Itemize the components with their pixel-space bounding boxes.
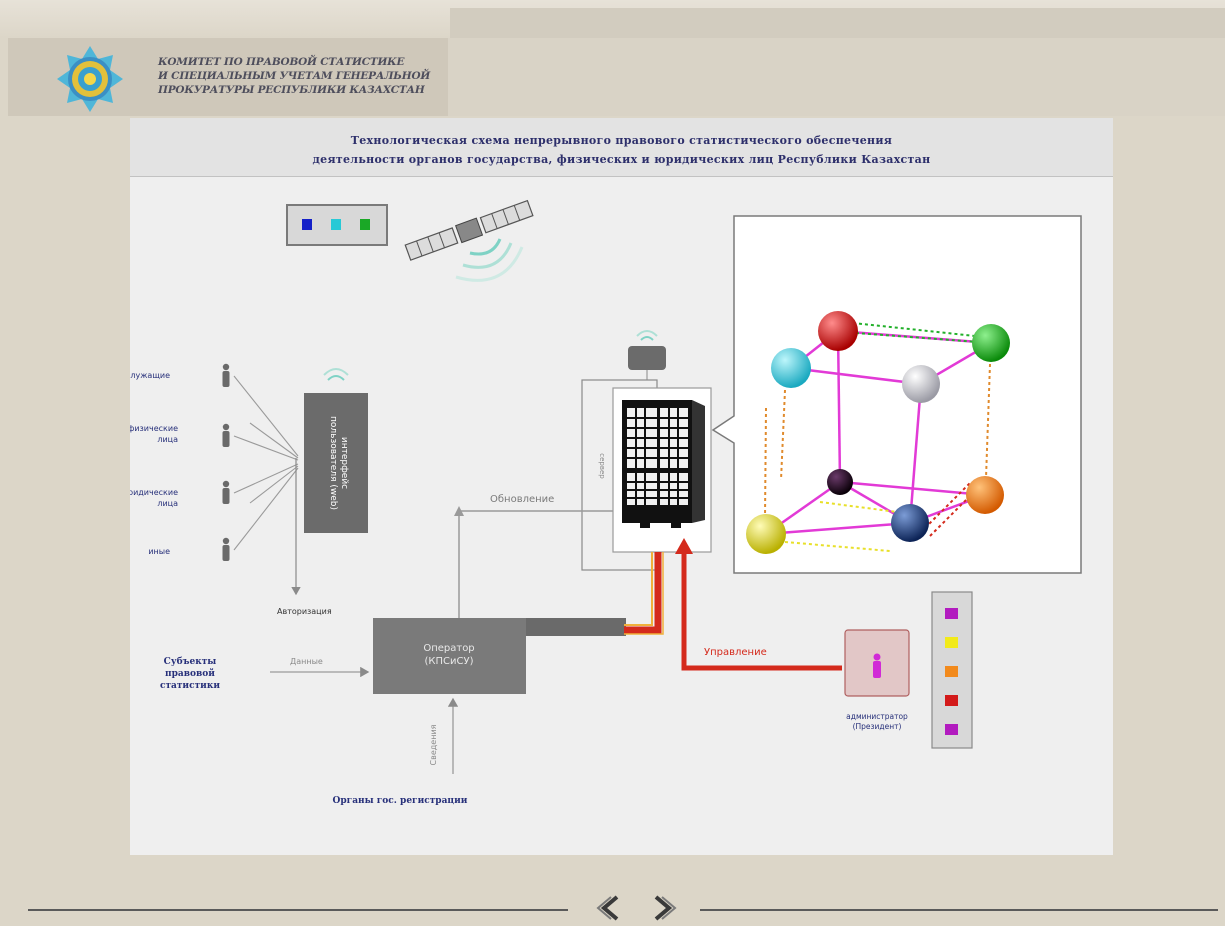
footer-line-left [28, 909, 568, 911]
authorization-label: Авторизация [277, 607, 332, 616]
emblem-logo [57, 46, 123, 112]
administrator-box: администратор(Президент) [844, 629, 910, 731]
person-icon [222, 537, 230, 561]
control-label: Управление [704, 647, 767, 658]
operator-box: Оператор(КПСиСУ) [373, 618, 626, 694]
server-rack-icon [622, 400, 705, 528]
cube-node-navy [891, 504, 929, 542]
header-right [448, 38, 1225, 116]
database-cube-callout [711, 215, 1082, 574]
top-color-legend [286, 204, 388, 246]
update-line [458, 510, 613, 618]
title-line-2: деятельности органов государства, физиче… [312, 153, 931, 166]
web-interface-box: интерфейспользователя (web) [304, 368, 368, 533]
registration-label: Органы гос. регистрации [333, 796, 468, 806]
chevron-left-icon [600, 895, 619, 921]
person-icon [222, 480, 230, 504]
cube-dashed-links [764, 322, 991, 552]
legend-orange-swatch [945, 666, 958, 677]
data-label: Данные [290, 657, 323, 666]
right-color-legend [931, 591, 973, 749]
org-title: КОМИТЕТ ПО ПРАВОВОЙ СТАТИСТИКЕ И СПЕЦИАЛ… [158, 56, 431, 96]
diagram-panel: Технологическая схема непрерывного право… [130, 118, 1113, 855]
cube-node-orange [966, 476, 1004, 514]
info-label: Сведения [429, 724, 438, 765]
administrator-person-icon [873, 653, 881, 678]
control-arrow: Управление [675, 538, 842, 671]
cube-node-yellow [746, 514, 786, 554]
legend-violet-swatch [945, 724, 958, 735]
legend-magenta-swatch [945, 608, 958, 619]
user-label-legal-entities: юридическиелица [130, 488, 178, 508]
satellite-icon [404, 199, 534, 282]
panel-title: Технологическая схема непрерывного право… [130, 118, 1113, 177]
top-strip [0, 0, 1225, 38]
legend-cyan-swatch [331, 219, 341, 230]
wireless-router-icon [628, 330, 666, 380]
footer-line-right [700, 909, 1218, 911]
interface-label: интерфейспользователя (web) [328, 416, 349, 510]
cube-node-black [827, 469, 853, 495]
operator-label: Оператор(КПСиСУ) [423, 643, 474, 667]
legend-red-swatch [945, 695, 958, 706]
update-arrowhead [454, 506, 464, 516]
chevron-right-icon [654, 895, 673, 921]
legend-green-swatch [360, 219, 370, 230]
person-icon [222, 423, 230, 447]
user-connector-lines [233, 375, 299, 551]
cube-node-green [972, 324, 1010, 362]
server-side-label: сервер [598, 453, 606, 479]
admin-label: администратор(Президент) [846, 712, 908, 731]
legend-yellow-swatch [945, 637, 958, 648]
next-page-button[interactable] [646, 893, 682, 923]
user-label-civil-servants: госслужащие [130, 371, 170, 380]
prev-page-button[interactable] [591, 893, 627, 923]
legend-blue-swatch [302, 219, 312, 230]
cube-node-cyan [771, 348, 811, 388]
user-person-icons [222, 363, 230, 561]
top-strip-right [450, 8, 1225, 38]
cube-node-red [818, 311, 858, 351]
title-line-1: Технологическая схема непрерывного право… [350, 134, 893, 147]
data-link-red [624, 552, 664, 635]
cube-node-white [902, 365, 940, 403]
person-icon [222, 363, 230, 387]
user-label-other: иные [148, 547, 170, 556]
update-label: Обновление [490, 494, 554, 505]
